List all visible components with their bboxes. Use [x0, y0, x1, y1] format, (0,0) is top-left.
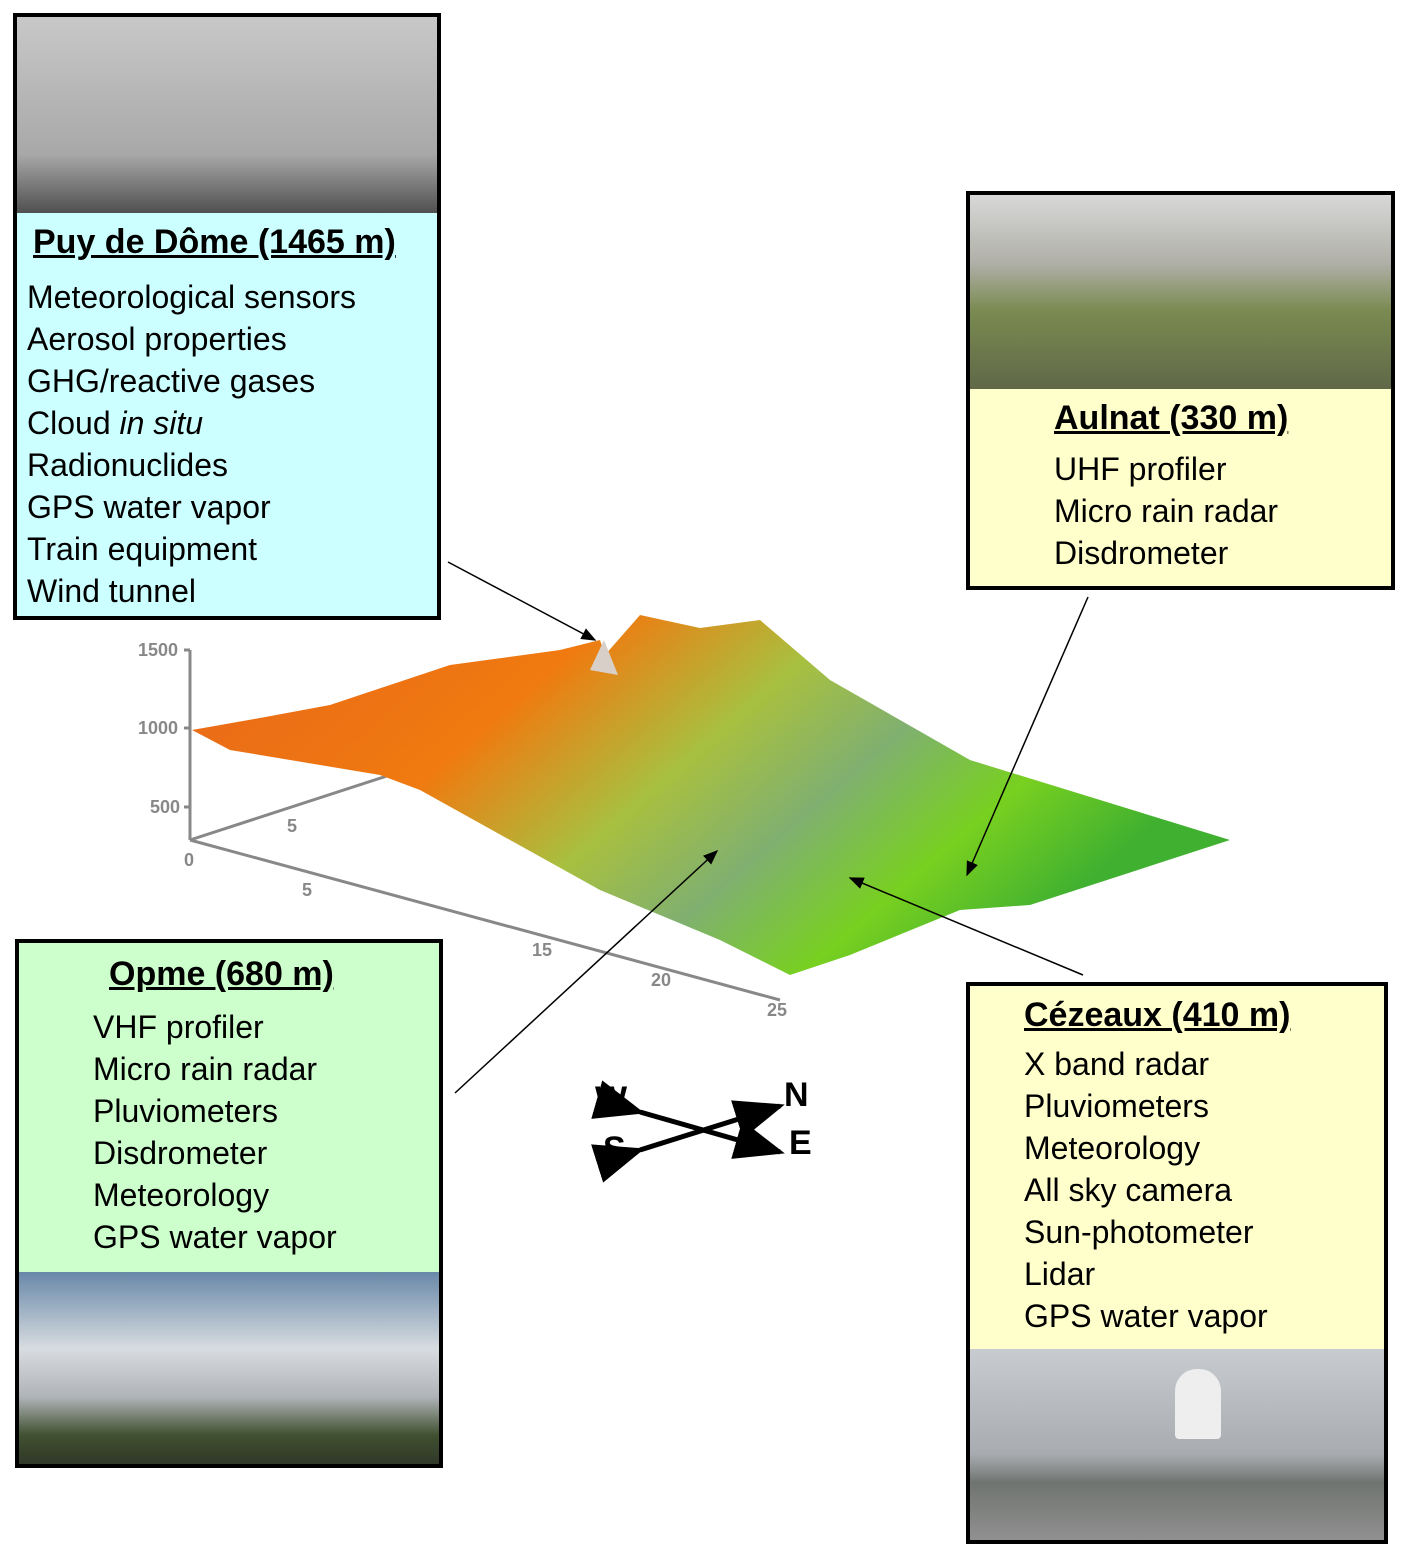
z-tick: 0: [184, 850, 194, 870]
list-item: GPS water vapor: [1024, 1298, 1268, 1334]
opme-panel: Opme (680 m) VHF profiler Micro rain rad…: [19, 943, 439, 1282]
opme-photo: [19, 1272, 439, 1464]
terrain-surface: [192, 615, 1230, 975]
z-tick: 500: [150, 797, 180, 817]
site-title: Cézeaux (410 m): [1024, 996, 1291, 1034]
puy-peak: [590, 640, 618, 675]
opme-box: Opme (680 m) VHF profiler Micro rain rad…: [15, 939, 443, 1468]
list-item: Disdrometer: [1054, 535, 1229, 571]
compass-east: E: [789, 1124, 812, 1162]
puy-de-dome-panel: Puy de Dôme (1465 m) Meteorological sens…: [17, 213, 437, 616]
puy-de-dome-photo: [17, 17, 437, 213]
list-item: X band radar: [1024, 1046, 1210, 1082]
list-item: Micro rain radar: [1054, 493, 1279, 529]
list-item: All sky camera: [1024, 1172, 1233, 1208]
z-tick: 1500: [138, 640, 178, 660]
list-item: Cloud in situ: [27, 405, 204, 441]
aulnat-panel: Aulnat (330 m) UHF profiler Micro rain r…: [970, 389, 1391, 586]
compass-south: S: [603, 1130, 626, 1168]
list-item: Meteorology: [93, 1177, 270, 1213]
list-item: Pluviometers: [1024, 1088, 1209, 1124]
z-tick: 1000: [138, 718, 178, 738]
compass-west: W: [595, 1080, 628, 1118]
list-item: Pluviometers: [93, 1093, 278, 1129]
site-title: Puy de Dôme (1465 m): [33, 223, 396, 261]
x-tick: 20: [651, 970, 671, 990]
site-title: Opme (680 m): [109, 955, 334, 993]
cezeaux-box: Cézeaux (410 m) X band radar Pluviometer…: [966, 982, 1388, 1544]
cezeaux-photo: [970, 1349, 1384, 1540]
compass-arrows: [591, 1080, 785, 1183]
axes: [184, 648, 781, 1002]
radar-dome: [1175, 1369, 1221, 1439]
aulnat-photo: [970, 195, 1391, 389]
compass-north: N: [784, 1076, 809, 1114]
list-item: Disdrometer: [93, 1135, 268, 1171]
x-tick: 15: [532, 940, 552, 960]
puy-de-dome-box: Puy de Dôme (1465 m) Meteorological sens…: [13, 13, 441, 620]
x-tick: 5: [302, 880, 312, 900]
list-item: Sun-photometer: [1024, 1214, 1254, 1250]
x-tick: 25: [767, 1000, 787, 1020]
pointer-arrows: [447, 561, 1089, 1094]
list-item: Train equipment: [27, 531, 258, 567]
list-item: VHF profiler: [93, 1009, 264, 1045]
list-item: UHF profiler: [1054, 451, 1227, 487]
site-title: Aulnat (330 m): [1054, 399, 1289, 437]
list-item: Radionuclides: [27, 447, 229, 483]
list-item: GPS water vapor: [27, 489, 271, 525]
y-tick: 5: [287, 816, 297, 836]
list-item: Micro rain radar: [93, 1051, 318, 1087]
list-item: Wind tunnel: [27, 573, 196, 609]
aulnat-box: Aulnat (330 m) UHF profiler Micro rain r…: [966, 191, 1395, 590]
list-item: Meteorological sensors: [27, 279, 357, 315]
list-item: Lidar: [1024, 1256, 1096, 1292]
list-item: Meteorology: [1024, 1130, 1201, 1166]
list-item: GHG/reactive gases: [27, 363, 316, 399]
list-item: Aerosol properties: [27, 321, 287, 357]
cezeaux-panel: Cézeaux (410 m) X band radar Pluviometer…: [970, 986, 1384, 1357]
list-item: GPS water vapor: [93, 1219, 337, 1255]
